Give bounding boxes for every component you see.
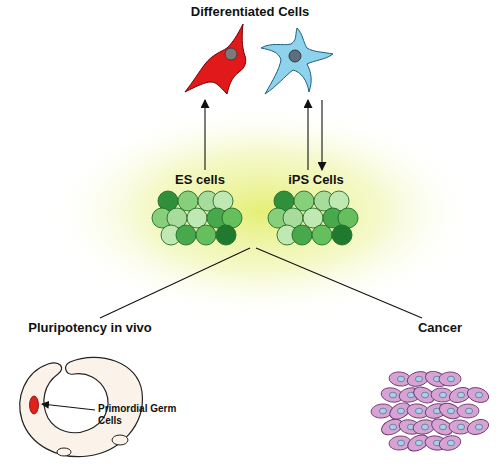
connector-line — [256, 248, 422, 318]
connector-arrow — [321, 100, 322, 170]
cancer-cells-illustration — [370, 369, 490, 455]
connector-line — [100, 248, 250, 318]
es-cell-cluster: ES cells — [147, 170, 253, 248]
node-label: Differentiated Cells — [147, 4, 353, 20]
connector-arrow — [204, 100, 205, 170]
callout-label: Primordial Germ Cells — [98, 403, 178, 426]
ips-cell-cluster: iPS Cells — [253, 170, 379, 248]
leader-arrow — [42, 404, 95, 410]
node-label: ES cells — [147, 172, 253, 188]
node-label: iPS Cells — [253, 172, 379, 188]
category-label-box: Cancer — [397, 318, 483, 336]
node-label: Cancer — [397, 320, 483, 336]
node-label: Pluripotency in vivo — [2, 320, 178, 336]
stem-cell-cluster — [147, 190, 247, 248]
differentiated-cells-group: Differentiated Cells — [147, 2, 353, 100]
green-glow — [47, 104, 477, 320]
category-label-box: Pluripotency in vivo — [2, 318, 178, 336]
connector-arrow — [307, 100, 308, 170]
primordial-germ-cells — [30, 396, 39, 414]
stem-cell-cluster — [253, 190, 373, 248]
